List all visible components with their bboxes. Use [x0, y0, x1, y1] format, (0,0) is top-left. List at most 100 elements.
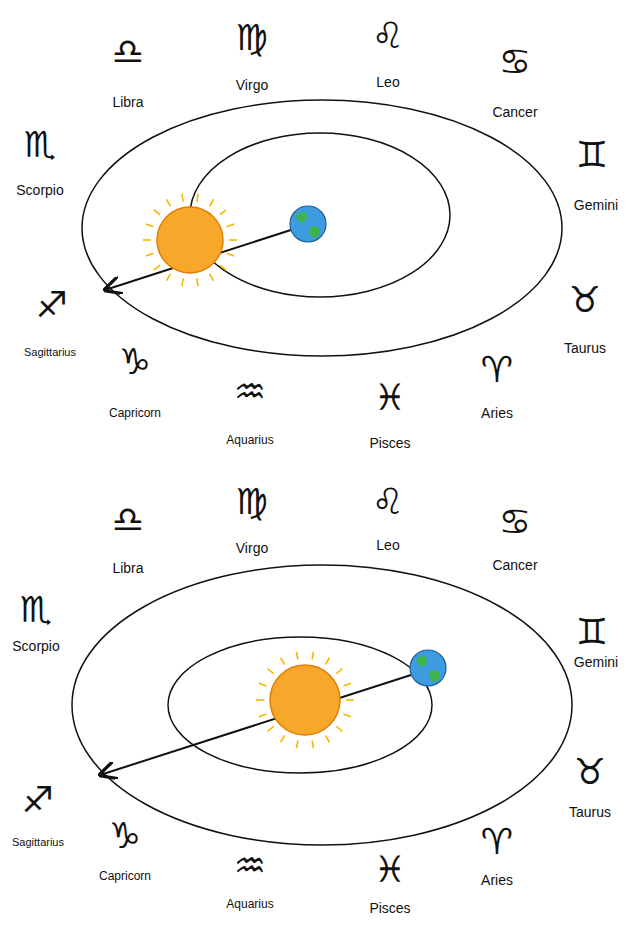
- zodiac-name: Libra: [112, 561, 143, 575]
- zodiac-symbol: ♊: [576, 614, 608, 650]
- sun-ray: [167, 274, 171, 281]
- earth: [290, 206, 326, 242]
- sun-ray: [210, 199, 214, 206]
- sun-ray: [154, 210, 160, 215]
- zodiac-symbol: ♍: [236, 484, 268, 520]
- sun-ray: [197, 278, 198, 286]
- zodiac-symbol: ♉: [574, 754, 606, 790]
- zodiac-symbol: ♋: [499, 504, 531, 540]
- outer-orbit: [72, 565, 572, 845]
- sun-ray: [220, 265, 226, 270]
- sun: [143, 194, 237, 287]
- sun-ray: [312, 740, 313, 748]
- sun-ray: [227, 224, 235, 227]
- zodiac-name: Taurus: [569, 805, 611, 819]
- sun-ray: [267, 669, 273, 674]
- zodiac-symbol: ♓: [374, 852, 406, 888]
- zodiac-name: Scorpio: [12, 639, 59, 653]
- sun-ray: [182, 278, 183, 286]
- sun-ray: [344, 714, 352, 717]
- zodiac-name: Pisces: [369, 436, 410, 450]
- zodiac-symbol: ♑: [119, 344, 151, 380]
- sun-ray: [312, 652, 313, 660]
- sun-ray: [326, 658, 330, 665]
- zodiac-name: Gemini: [574, 655, 618, 669]
- sun-ray: [146, 253, 154, 256]
- zodiac-symbol: ♓: [374, 380, 406, 416]
- zodiac-name: Aries: [481, 873, 513, 887]
- zodiac-name: Libra: [112, 95, 143, 109]
- sun-ray: [220, 210, 226, 215]
- zodiac-symbol: ♈: [481, 824, 513, 860]
- sun-ray: [167, 199, 171, 206]
- zodiac-symbol: ♍: [236, 20, 268, 56]
- zodiac-symbol: ♉: [569, 282, 601, 318]
- zodiac-symbol: ♐: [36, 287, 68, 323]
- zodiac-name: Cancer: [492, 558, 537, 572]
- inner-orbit: [190, 133, 450, 297]
- sun-ray: [143, 239, 151, 241]
- zodiac-name: Sagittarius: [24, 347, 76, 358]
- sun-ray: [281, 658, 285, 665]
- sun-ray: [259, 683, 267, 686]
- zodiac-name: Leo: [376, 538, 399, 552]
- zodiac-name: Virgo: [236, 78, 268, 92]
- sun-ray: [326, 736, 330, 743]
- zodiac-name: Virgo: [236, 541, 268, 555]
- zodiac-symbol: ♊: [576, 137, 608, 173]
- zodiac-symbol: ♏: [24, 127, 56, 163]
- zodiac-symbol: ♒: [234, 848, 266, 884]
- zodiac-symbol: ♐: [22, 782, 54, 818]
- zodiac-symbol: ♌: [372, 18, 404, 54]
- sun-ray: [182, 194, 183, 202]
- sun-ray: [146, 224, 154, 227]
- sun-ray: [336, 726, 342, 731]
- sight-line: [100, 675, 411, 775]
- sun-ray: [281, 736, 285, 743]
- zodiac-name: Gemini: [574, 198, 618, 212]
- sun-ray: [267, 726, 273, 731]
- sun-ray: [296, 740, 297, 748]
- zodiac-symbol: ♎: [112, 502, 144, 538]
- sun-ray: [259, 714, 267, 717]
- sun-ray: [336, 669, 342, 674]
- zodiac-name: Sagittarius: [12, 837, 64, 848]
- sun-ray: [256, 699, 264, 701]
- outer-orbit: [82, 100, 562, 356]
- sun-rays: [256, 652, 354, 749]
- zodiac-symbol: ♋: [499, 44, 531, 80]
- zodiac-name: Capricorn: [99, 870, 151, 882]
- zodiac-name: Pisces: [369, 901, 410, 915]
- zodiac-symbol: ♑: [109, 818, 141, 854]
- sun-ray: [346, 699, 354, 701]
- panel-top: [82, 100, 562, 356]
- zodiac-name: Cancer: [492, 105, 537, 119]
- sun-ray: [296, 652, 297, 660]
- zodiac-name: Aquarius: [226, 898, 273, 910]
- zodiac-symbol: ♈: [481, 352, 513, 388]
- zodiac-symbol: ♌: [372, 484, 404, 520]
- zodiac-name: Capricorn: [109, 407, 161, 419]
- zodiac-symbol: ♒: [234, 374, 266, 410]
- sun-ray: [344, 683, 352, 686]
- sun-ray: [210, 274, 214, 281]
- sun-ray: [197, 194, 198, 202]
- zodiac-name: Aquarius: [226, 434, 273, 446]
- sun: [256, 652, 354, 749]
- zodiac-name: Aries: [481, 406, 513, 420]
- panel-bottom: [72, 565, 572, 845]
- zodiac-name: Scorpio: [16, 183, 63, 197]
- zodiac-name: Taurus: [564, 341, 606, 355]
- zodiac-name: Leo: [376, 75, 399, 89]
- sun-ray: [154, 265, 160, 270]
- sun-ray: [229, 239, 237, 241]
- sun-rays: [143, 194, 237, 287]
- sun-ray: [227, 253, 235, 256]
- zodiac-symbol: ♏: [20, 592, 52, 628]
- inner-orbit: [168, 637, 432, 773]
- earth: [410, 650, 446, 686]
- zodiac-symbol: ♎: [112, 34, 144, 70]
